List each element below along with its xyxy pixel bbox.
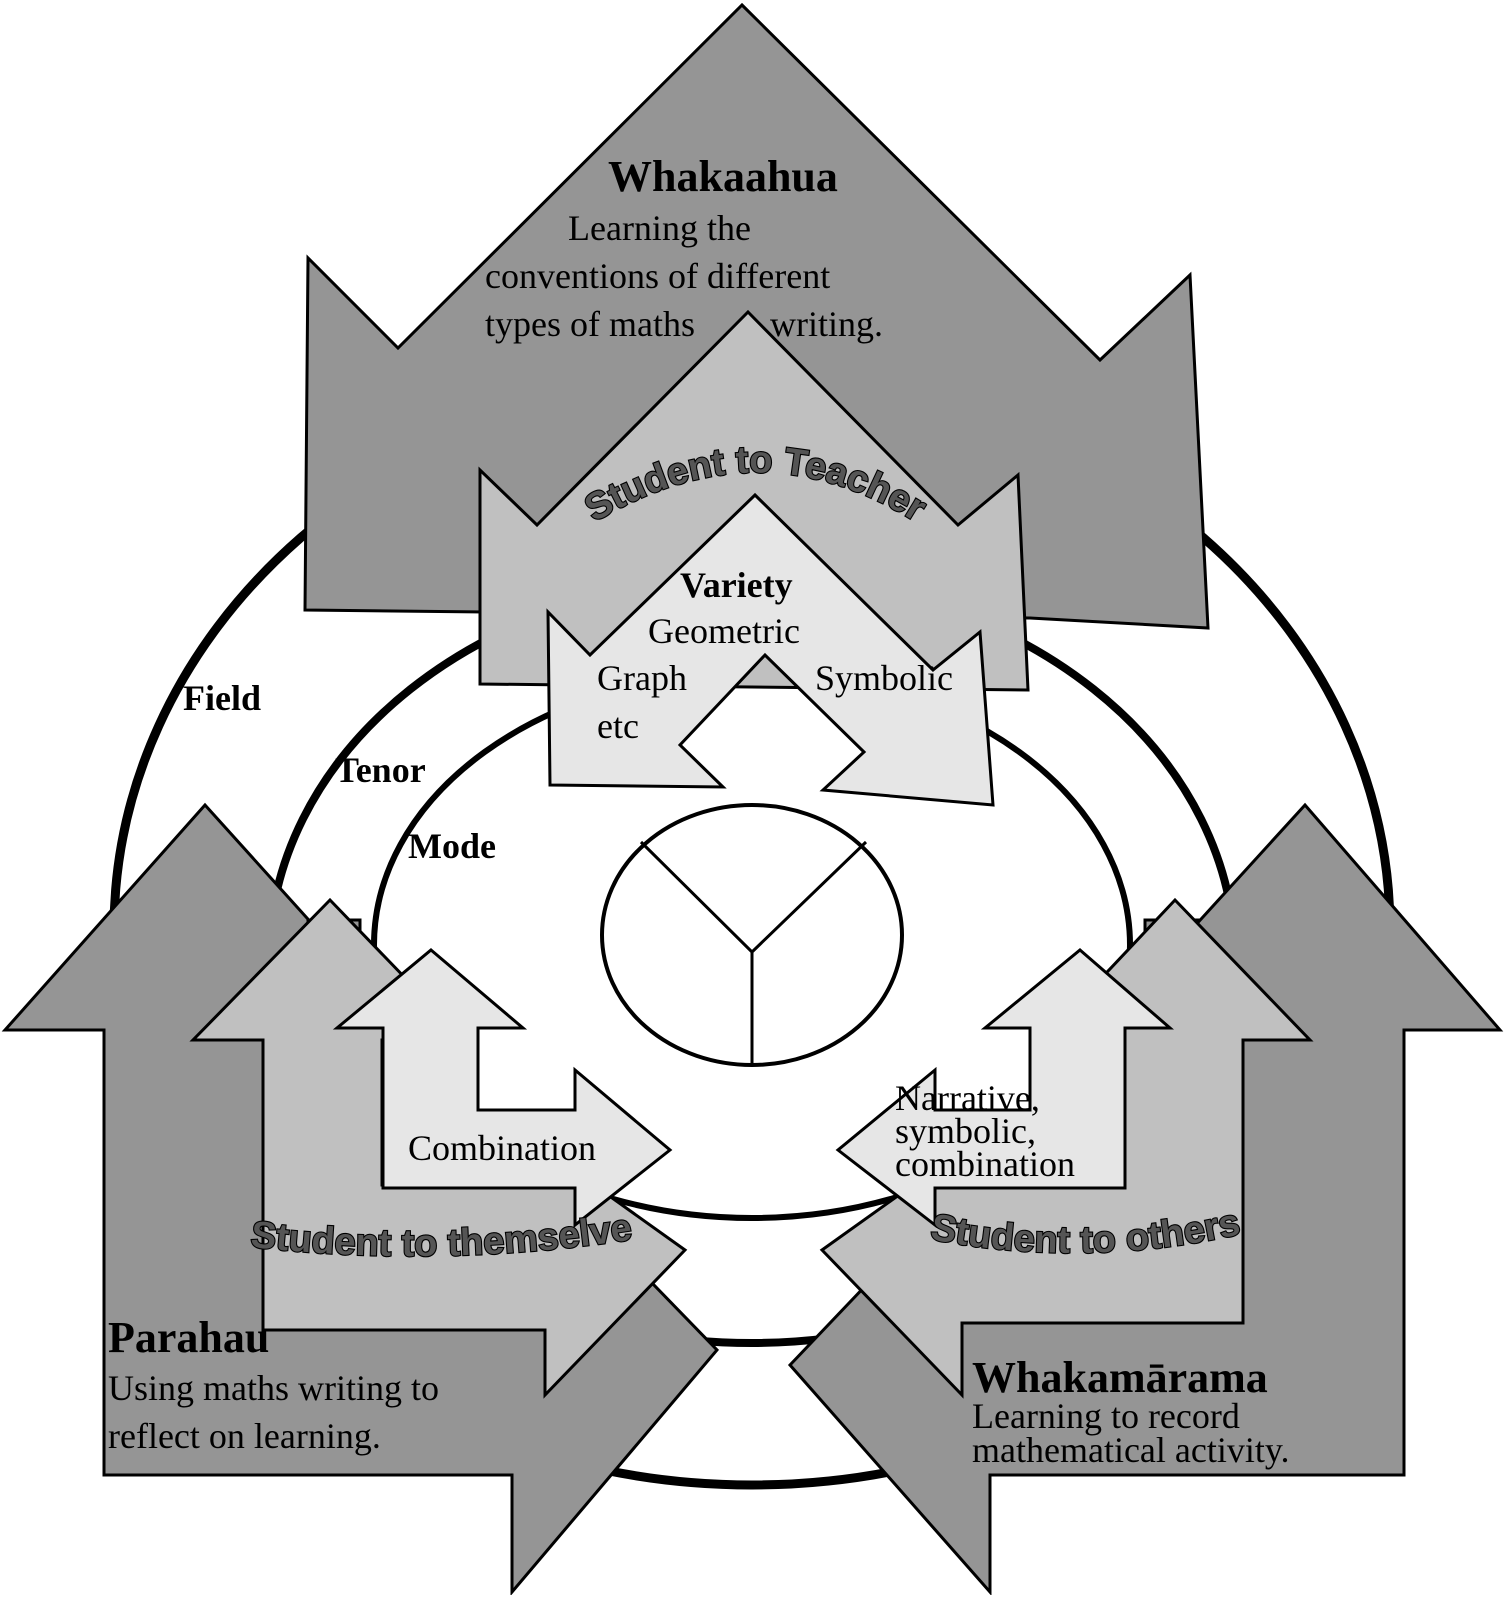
whakaahua-arrow [303,2,1210,630]
center-divider [639,840,868,1065]
parahau-title: Parahau [108,1313,269,1362]
whakaahua-line2: conventions of different [485,256,830,296]
variety-symbolic: Symbolic [815,658,953,698]
whakaahua-line1: Learning the [568,208,751,248]
field-label: Field [183,678,261,718]
whakamarama-title: Whakamārama [972,1353,1268,1402]
whakamarama-line1: Learning to record [972,1396,1240,1436]
variety-title: Variety [680,565,793,605]
narrative-line1: Narrative, [895,1078,1040,1118]
combination-label: Combination [408,1128,596,1168]
narrative-line2: symbolic, [895,1111,1036,1151]
whakaahua-line3b: writing. [770,304,883,344]
narrative-arrow [835,948,1175,1229]
narrative-line3: combination [895,1144,1075,1184]
variety-geometric: Geometric [648,611,800,651]
parahau-line2: reflect on learning. [108,1416,381,1456]
whakaahua-line3: types of maths [485,304,695,344]
whakamarama-line2: mathematical activity. [972,1430,1290,1470]
parahau-line1: Using maths writing to [108,1368,439,1408]
variety-etc: etc [597,706,639,746]
variety-graph: Graph [597,658,687,698]
whakaahua-title: Whakaahua [608,152,838,201]
mode-label: Mode [408,826,496,866]
combination-arrow [332,948,673,1229]
tenor-label: Tenor [335,750,426,790]
variety-arrow [546,492,995,807]
